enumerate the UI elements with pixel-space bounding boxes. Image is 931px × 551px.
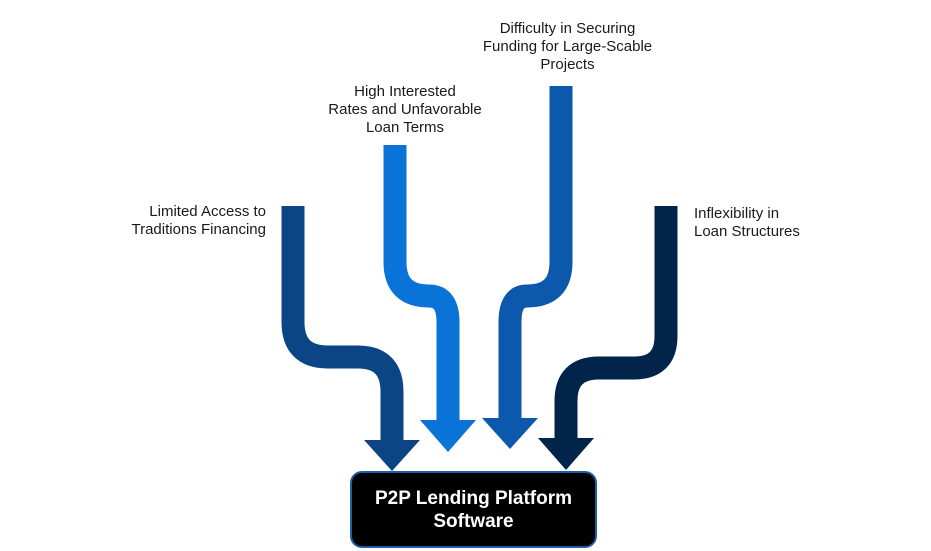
arrow-high-rates-shaft (383, 145, 460, 420)
arrow-limited-shaft (281, 206, 404, 440)
target-platform-box: P2P Lending Platform Software (350, 471, 597, 548)
arrow-difficulty (482, 86, 573, 449)
arrow-limited-head (364, 440, 420, 471)
arrow-inflexibility (538, 206, 678, 470)
factor-label-limited-access: Limited Access to Traditions Financing (131, 203, 266, 238)
arrow-limited-access (281, 206, 420, 471)
arrow-difficulty-head (482, 418, 538, 449)
factor-label-difficulty: Difficulty in Securing Funding for Large… (482, 20, 653, 73)
arrow-inflex-head (538, 438, 594, 470)
arrow-high-rates-head (420, 420, 476, 452)
arrow-inflex-shaft (554, 206, 678, 438)
target-platform-title: P2P Lending Platform Software (374, 487, 573, 532)
arrow-difficulty-shaft (498, 86, 573, 418)
factor-label-high-rates: High Interested Rates and Unfavorable Lo… (328, 83, 482, 136)
factor-label-inflexibility: Inflexibility in Loan Structures (694, 205, 800, 240)
arrow-high-rates (383, 145, 476, 452)
